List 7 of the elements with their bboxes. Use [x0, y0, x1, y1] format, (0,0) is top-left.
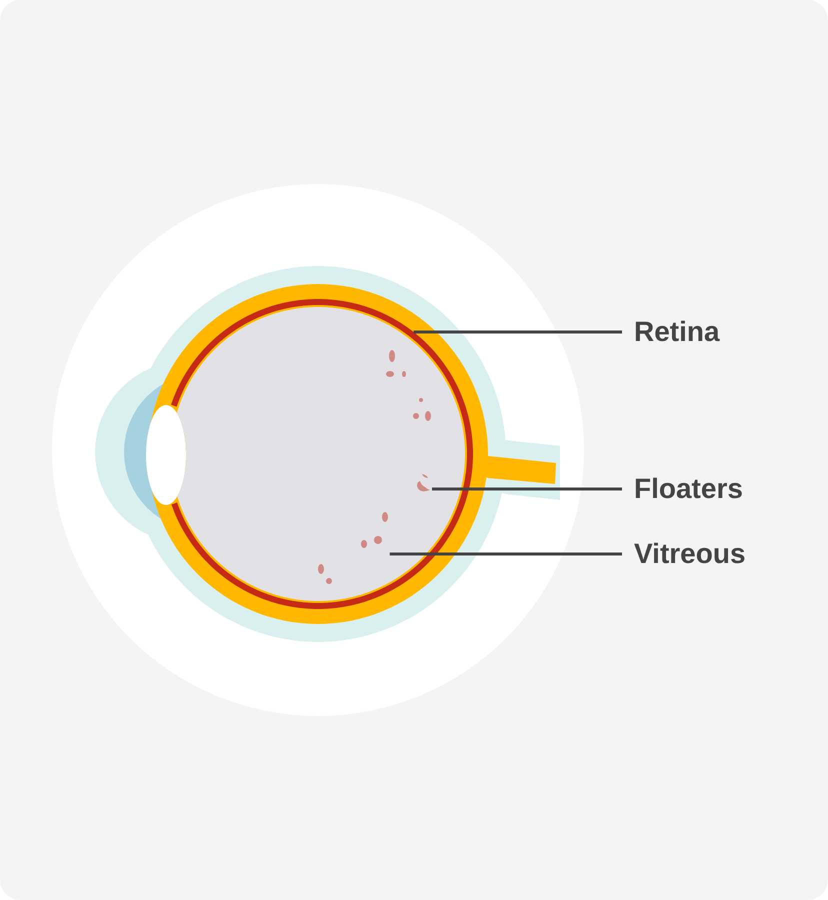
part-label: Retina	[622, 314, 720, 350]
leader-line	[390, 552, 622, 556]
leader-line	[432, 488, 622, 490]
part-label: Floaters	[622, 471, 743, 507]
leader-line	[414, 330, 622, 334]
part-label: Vitreous	[622, 536, 746, 572]
floater-spot	[417, 474, 430, 492]
